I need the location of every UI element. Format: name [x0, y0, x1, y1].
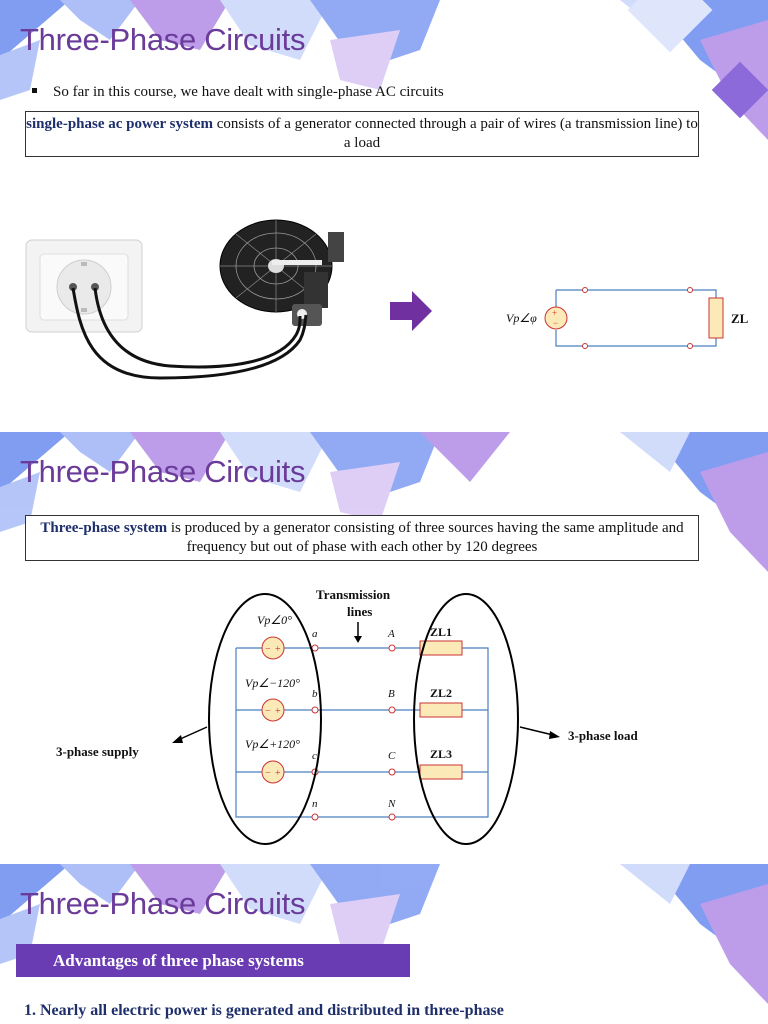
wall-outlet-icon [25, 239, 143, 333]
svg-text:+: + [552, 308, 557, 318]
bullet-text: So far in this course, we have dealt wit… [53, 84, 444, 100]
advantages-banner: Advantages of three phase systems [16, 944, 410, 977]
slide-title: Three-Phase Circuits [20, 22, 306, 57]
slide-title: Three-Phase Circuits [20, 886, 306, 921]
svg-text:+: + [275, 706, 281, 717]
transmission-label-line-2: lines [347, 604, 373, 619]
definition-box: Three-phase system is produced by a gene… [25, 515, 699, 561]
definition-term: single-phase ac power system [26, 116, 213, 132]
bullet-square-icon [32, 88, 37, 94]
supply-label: 3-phase supply [56, 744, 139, 759]
transmission-label-line-1: Transmission [316, 587, 391, 602]
slide-1: Three-Phase Circuits So far in this cour… [0, 0, 768, 432]
node-c-label: c [312, 750, 317, 762]
source-b-label: Vp∠−120° [245, 676, 300, 690]
definition-term: Three-phase system [40, 520, 168, 536]
node-C-label: C [388, 750, 396, 762]
load-label: ZL [731, 311, 749, 326]
advantage-point-1: 1. Nearly all electric power is generate… [24, 1002, 504, 1019]
svg-text:−: − [265, 644, 271, 655]
load-2-label: ZL2 [430, 686, 453, 700]
slide-3: Three-Phase Circuits Advantages of three… [0, 864, 768, 1024]
load-group-label: 3-phase load [568, 728, 638, 743]
node-n-label: n [312, 798, 318, 810]
definition-box: single-phase ac power system consists of… [25, 111, 699, 157]
three-phase-circuit-diagram: −+ −+ −+ [172, 593, 560, 845]
power-cable [71, 287, 308, 380]
source-label: Vp∠φ [506, 311, 537, 325]
decorative-background [0, 0, 768, 140]
bullet-item: So far in this course, we have dealt wit… [32, 84, 444, 101]
right-arrow-icon [390, 291, 432, 331]
svg-text:+: + [275, 768, 281, 779]
node-A-label: A [388, 628, 395, 640]
svg-text:−: − [553, 318, 558, 328]
definition-text: is produced by a generator consisting of… [167, 520, 684, 555]
node-N-label: N [388, 798, 396, 810]
node-B-label: B [388, 688, 395, 700]
load-1-label: ZL1 [430, 625, 453, 639]
wall-fan-icon [219, 219, 344, 326]
node-b-label: b [312, 688, 318, 700]
source-c-label: Vp∠+120° [245, 737, 300, 751]
svg-text:−: − [265, 768, 271, 779]
svg-text:−: − [265, 706, 271, 717]
single-phase-circuit-diagram: + − [544, 287, 724, 349]
decorative-background [0, 864, 768, 1004]
svg-text:+: + [275, 644, 281, 655]
node-a-label: a [312, 628, 318, 640]
slide-2: Three-Phase Circuits Three-phase system … [0, 432, 768, 864]
source-a-label: Vp∠0° [257, 613, 292, 627]
load-3-label: ZL3 [430, 747, 453, 761]
definition-text: consists of a generator connected throug… [212, 116, 698, 151]
slide-title: Three-Phase Circuits [20, 454, 306, 489]
